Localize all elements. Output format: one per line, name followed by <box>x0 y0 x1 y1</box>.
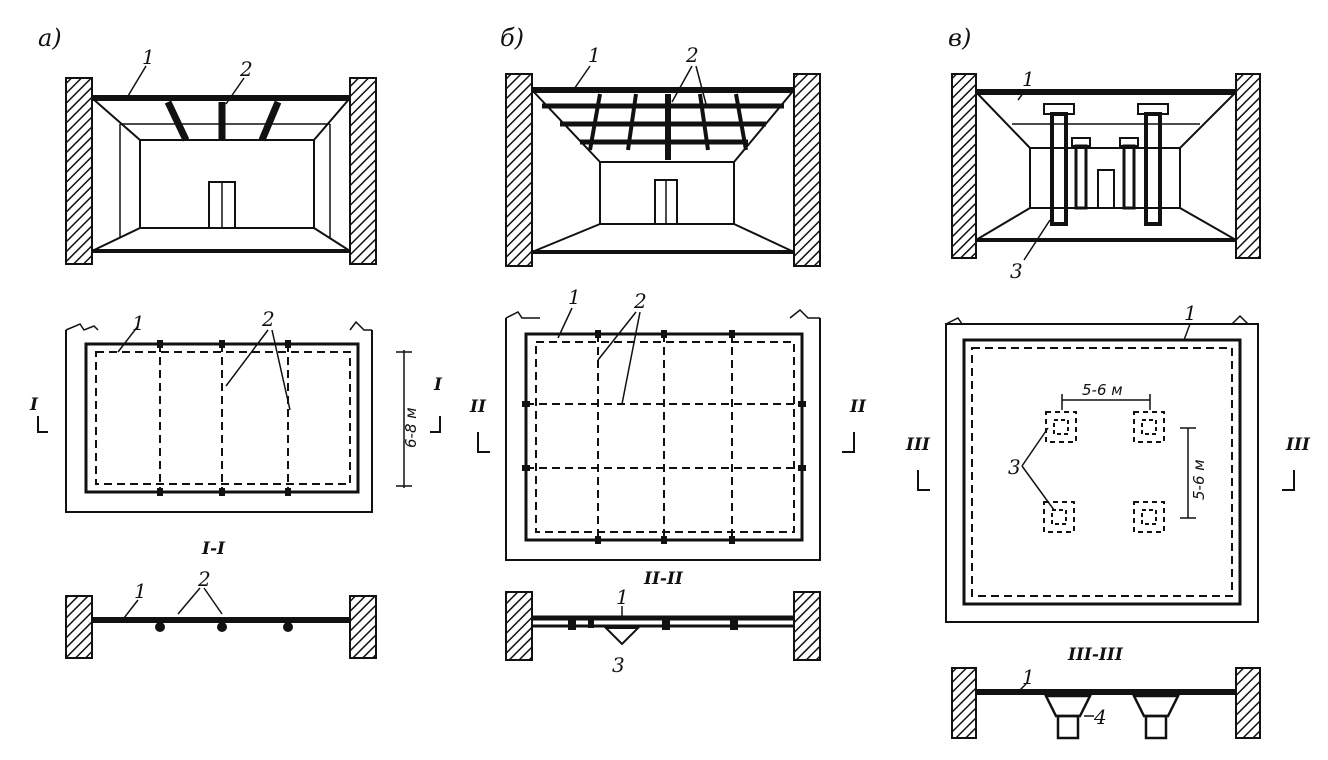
plan-label-1: 1 <box>1184 301 1197 325</box>
section-b-title: II-II <box>643 569 684 589</box>
rib-1 <box>164 100 190 142</box>
dimension-6-8m: 6-8 м <box>402 407 420 448</box>
girder <box>603 627 641 646</box>
panel-a-section: 1 2 <box>65 567 377 659</box>
panel-a-plan: 1 2 6-8 м I I <box>29 307 443 513</box>
label-2: 2 <box>685 43 699 67</box>
wall-right <box>349 77 377 265</box>
cut-mark-right: II <box>849 397 867 417</box>
panel-b-section: 1 3 <box>505 585 821 677</box>
plan-label-1: 1 <box>132 311 145 335</box>
panel-c-letter: в) <box>948 24 971 52</box>
panel-a-perspective: 1 2 <box>65 45 377 265</box>
section-label-4: 4 <box>1093 705 1107 729</box>
section-label-3: 3 <box>612 653 625 677</box>
section-label-1: 1 <box>1022 665 1035 689</box>
slab-outline <box>84 342 360 494</box>
panel-b: б) 1 2 <box>469 24 867 677</box>
cut-mark-left: II <box>469 397 487 417</box>
cut-mark-right: III <box>1285 435 1311 455</box>
back-wall <box>139 139 315 229</box>
column-head-2 <box>1131 694 1181 718</box>
column-cap-3 <box>1043 501 1075 533</box>
label-1: 1 <box>1022 67 1035 91</box>
label-1: 1 <box>588 43 601 67</box>
panel-c: в) 1 3 <box>905 24 1311 740</box>
dimension-vertical: 5-6 м <box>1190 459 1208 500</box>
column-front-right <box>1144 112 1162 226</box>
slab-inner <box>95 351 351 485</box>
panel-a: а) 1 2 <box>29 24 443 659</box>
column-cap-2 <box>1133 411 1165 443</box>
panel-c-section: 1 4 <box>951 665 1261 740</box>
label-3: 3 <box>1010 259 1023 283</box>
panel-b-letter: б) <box>500 24 524 52</box>
cut-mark-right: I <box>433 375 443 395</box>
wall-left <box>65 77 93 265</box>
plan-label-2: 2 <box>261 307 275 331</box>
section-a-title: I-I <box>201 539 226 559</box>
section-label-2: 2 <box>197 567 211 591</box>
panel-b-perspective: 1 2 <box>505 43 821 267</box>
cut-mark-left: III <box>905 435 931 455</box>
label-1: 1 <box>142 45 155 69</box>
dimension-horizontal: 5-6 м <box>1082 381 1123 399</box>
column-head-1 <box>1043 694 1093 718</box>
column-cap-4 <box>1133 501 1165 533</box>
section-label-1: 1 <box>616 585 629 609</box>
cut-mark-left: I <box>29 395 39 415</box>
rib-3 <box>258 100 282 142</box>
section-c-title: III-III <box>1067 645 1124 665</box>
panel-b-plan: 1 2 II II <box>469 285 867 561</box>
panel-c-perspective: 1 3 <box>951 67 1261 283</box>
panel-c-plan: 3 1 5-6 м 5-6 м III III <box>905 301 1311 623</box>
section-label-1: 1 <box>134 579 147 603</box>
label-2: 2 <box>239 57 253 81</box>
panel-a-letter: а) <box>38 24 62 52</box>
plan-label-2: 2 <box>633 289 647 313</box>
column-front-left <box>1050 112 1068 226</box>
plan-label-1: 1 <box>568 285 581 309</box>
plan-label-3: 3 <box>1008 455 1021 479</box>
column-cap-1 <box>1045 411 1077 443</box>
